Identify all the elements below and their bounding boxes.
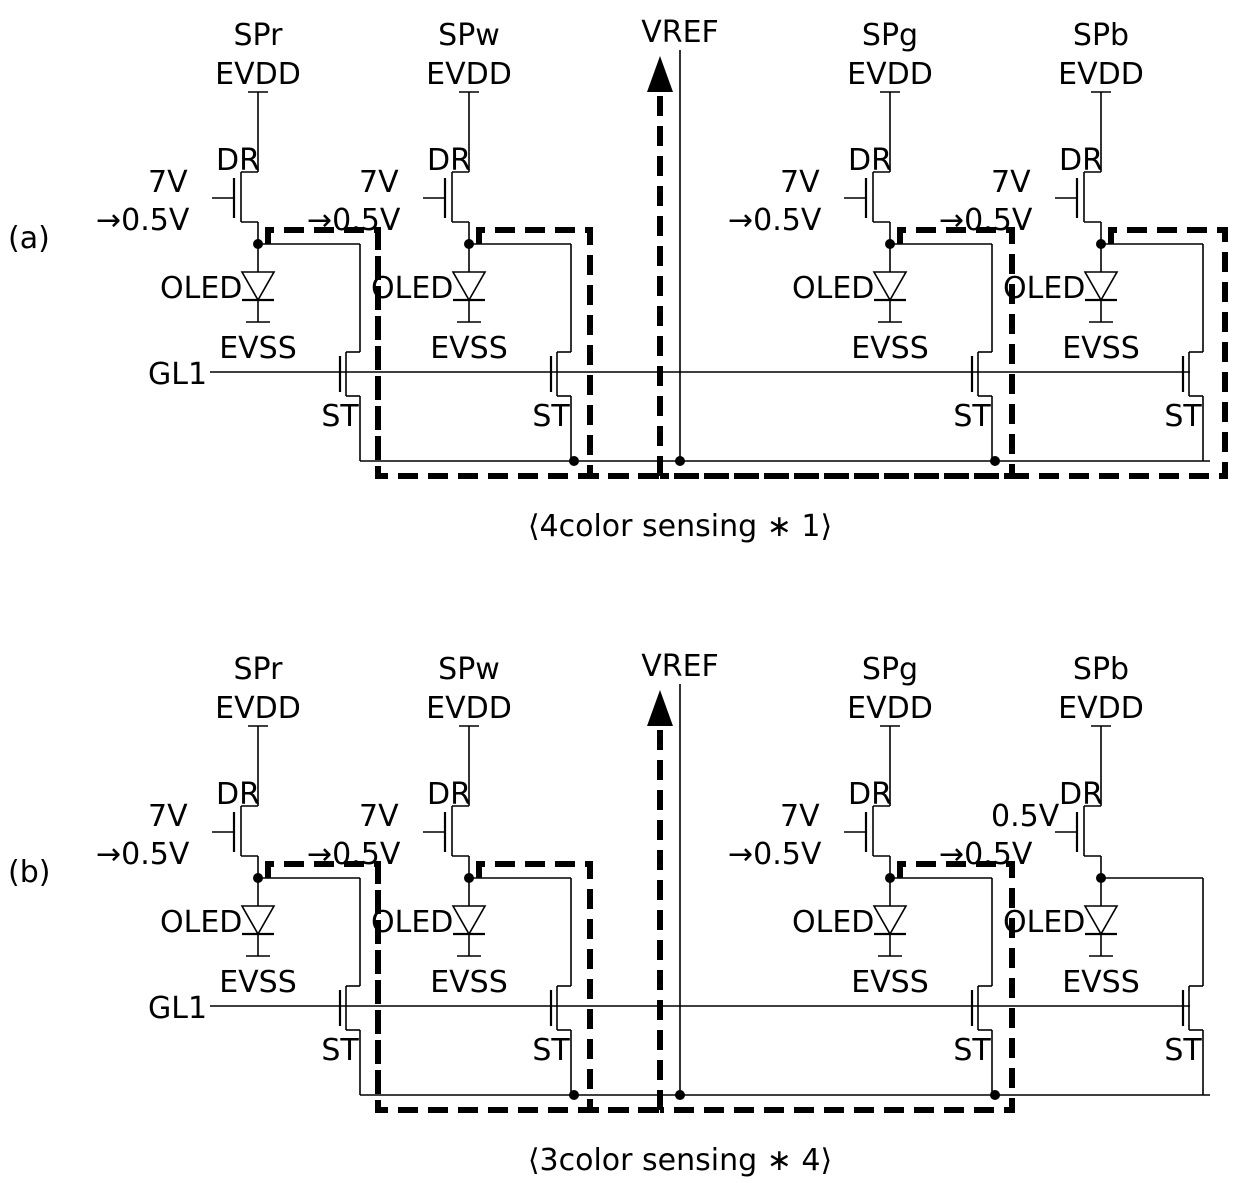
- oled-diode: [242, 906, 274, 934]
- panel-label: (b): [8, 855, 50, 890]
- vref-label: VREF: [641, 649, 719, 684]
- evss-label: EVSS: [851, 965, 929, 1000]
- gate-line-label: GL1: [148, 991, 207, 1026]
- vref-label: VREF: [641, 15, 719, 50]
- pixel-spg: SPgEVDDDR7V→0.5VOLEDEVSSST: [660, 652, 1012, 1110]
- evdd-label: EVDD: [215, 691, 301, 726]
- gate-voltage-end: →0.5V: [728, 203, 822, 238]
- evdd-label: EVDD: [215, 57, 301, 92]
- gate-voltage-start: 0.5V: [991, 799, 1060, 834]
- st-label: ST: [953, 399, 991, 434]
- evdd-label: EVDD: [847, 691, 933, 726]
- st-label: ST: [532, 1033, 570, 1068]
- oled-label: OLED: [371, 271, 453, 306]
- evss-label: EVSS: [219, 965, 297, 1000]
- oled-diode: [874, 272, 906, 300]
- gate-voltage-start: 7V: [359, 165, 399, 200]
- oled-diode: [1085, 906, 1117, 934]
- evss-label: EVSS: [430, 331, 508, 366]
- evdd-label: EVDD: [426, 691, 512, 726]
- sensing-path: [660, 864, 1012, 1110]
- oled-diode: [1085, 272, 1117, 300]
- bus-node: [990, 456, 1000, 466]
- evss-label: EVSS: [1062, 331, 1140, 366]
- gate-voltage-start: 7V: [780, 799, 820, 834]
- gate-voltage-start: 7V: [148, 799, 188, 834]
- panel-caption: ⟨3color sensing ∗ 4⟩: [528, 1143, 832, 1178]
- st-label: ST: [532, 399, 570, 434]
- evss-label: EVSS: [1062, 965, 1140, 1000]
- subpixel-label: SPw: [438, 652, 500, 687]
- pixel-spr: SPrEVDDDR7V→0.5VOLEDEVSSST: [96, 652, 660, 1110]
- oled-label: OLED: [1003, 905, 1085, 940]
- oled-label: OLED: [371, 905, 453, 940]
- oled-diode: [453, 906, 485, 934]
- gate-voltage-start: 7V: [359, 799, 399, 834]
- gate-line-label: GL1: [148, 357, 207, 392]
- subpixel-label: SPr: [234, 18, 284, 53]
- subpixel-label: SPb: [1073, 652, 1129, 687]
- oled-diode: [242, 272, 274, 300]
- evdd-label: EVDD: [847, 57, 933, 92]
- oled-label: OLED: [1003, 271, 1085, 306]
- gate-voltage-end: →0.5V: [307, 837, 401, 872]
- evdd-label: EVDD: [1058, 57, 1144, 92]
- pixel-spb: SPbEVDDDR7V→0.5VOLEDEVSSST: [660, 18, 1225, 476]
- st-label: ST: [321, 1033, 359, 1068]
- vref-node: [675, 456, 685, 466]
- pixel-spr: SPrEVDDDR7V→0.5VOLEDEVSSST: [96, 18, 660, 476]
- gate-voltage-start: 7V: [780, 165, 820, 200]
- pixel-spg: SPgEVDDDR7V→0.5VOLEDEVSSST: [660, 18, 1012, 476]
- st-label: ST: [321, 399, 359, 434]
- st-label: ST: [1164, 399, 1202, 434]
- panel-label: (a): [8, 221, 50, 256]
- gate-voltage-end: →0.5V: [939, 203, 1033, 238]
- oled-label: OLED: [792, 905, 874, 940]
- sensing-arrow-head: [647, 56, 673, 92]
- gate-voltage-end: →0.5V: [96, 837, 190, 872]
- subpixel-label: SPw: [438, 18, 500, 53]
- sensing-arrow-head: [647, 690, 673, 726]
- oled-label: OLED: [792, 271, 874, 306]
- subpixel-label: SPg: [862, 18, 918, 53]
- panel-b: (b)GL1VREFSPrEVDDDR7V→0.5VOLEDEVSSSTSPwE…: [8, 649, 1210, 1178]
- oled-diode: [453, 272, 485, 300]
- evss-label: EVSS: [851, 331, 929, 366]
- panel-caption: ⟨4color sensing ∗ 1⟩: [528, 509, 832, 544]
- subpixel-label: SPr: [234, 652, 284, 687]
- gate-voltage-end: →0.5V: [96, 203, 190, 238]
- st-label: ST: [953, 1033, 991, 1068]
- sensing-path: [660, 230, 1012, 476]
- vref-node: [675, 1090, 685, 1100]
- oled-diode: [874, 906, 906, 934]
- st-label: ST: [1164, 1033, 1202, 1068]
- evss-label: EVSS: [219, 331, 297, 366]
- gate-voltage-start: 7V: [991, 165, 1031, 200]
- subpixel-label: SPg: [862, 652, 918, 687]
- bus-node: [990, 1090, 1000, 1100]
- evdd-label: EVDD: [1058, 691, 1144, 726]
- bus-node: [569, 456, 579, 466]
- gate-voltage-start: 7V: [148, 165, 188, 200]
- evss-label: EVSS: [430, 965, 508, 1000]
- gate-voltage-end: →0.5V: [728, 837, 822, 872]
- oled-label: OLED: [160, 905, 242, 940]
- subpixel-label: SPb: [1073, 18, 1129, 53]
- oled-label: OLED: [160, 271, 242, 306]
- gate-voltage-end: →0.5V: [307, 203, 401, 238]
- panel-a: (a)GL1VREFSPrEVDDDR7V→0.5VOLEDEVSSSTSPwE…: [8, 15, 1225, 544]
- bus-node: [569, 1090, 579, 1100]
- evdd-label: EVDD: [426, 57, 512, 92]
- gate-voltage-end: →0.5V: [939, 837, 1033, 872]
- sensing-path: [660, 230, 1225, 476]
